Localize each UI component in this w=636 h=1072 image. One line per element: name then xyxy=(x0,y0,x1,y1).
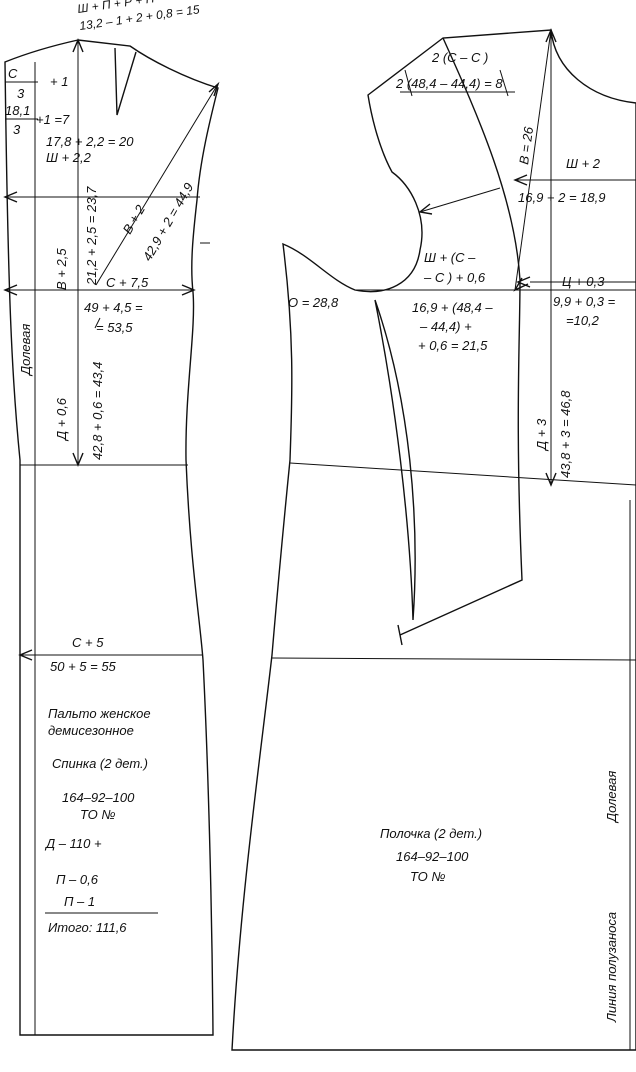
back-outline xyxy=(4,39,219,1036)
front-side-dart xyxy=(374,299,416,621)
back-size: 164–92–100 xyxy=(62,790,135,805)
back-50: 50 + 5 = 55 xyxy=(50,659,117,674)
front-outline xyxy=(231,29,636,1051)
back-piece-name: Спинка (2 дет.) xyxy=(52,756,148,771)
arrow-left xyxy=(3,191,18,203)
front-hip-line xyxy=(271,657,636,661)
back-neck-dart xyxy=(114,47,137,116)
front-169d: + 0,6 = 21,5 xyxy=(418,338,488,353)
front-shg2: Ш + (С – xyxy=(424,250,476,265)
arrow xyxy=(513,174,528,186)
back-dts: Д + 0,6 xyxy=(54,397,69,442)
front-2calc: 2 (48,4 – 44,4) = 8 xyxy=(395,76,503,91)
arrow-right xyxy=(181,284,196,296)
front-dtp: Д + 3 xyxy=(534,418,549,452)
back-cb: С + 5 xyxy=(72,635,104,650)
back-cg: С + 7,5 xyxy=(106,275,149,290)
front-waist-line xyxy=(289,462,636,486)
front-grain: Долевая xyxy=(604,771,619,824)
front-169c: – 44,4) + xyxy=(419,319,472,334)
front-diagonal-line xyxy=(514,29,552,291)
front-438: 43,8 + 3 = 46,8 xyxy=(558,390,573,478)
arrow-diag xyxy=(208,81,220,97)
arrow-down xyxy=(545,472,557,487)
arrow xyxy=(513,277,529,292)
front-armhole-line xyxy=(419,187,501,213)
back-calc-3: П – 1 xyxy=(64,894,95,909)
back-181-res: +1 =7 xyxy=(36,112,70,127)
back-grain: Долевая xyxy=(18,324,33,377)
back-49: 49 + 4,5 = xyxy=(84,300,143,315)
back-shs: Ш + 2,2 xyxy=(46,150,92,165)
back-to: ТО № xyxy=(80,807,115,822)
back-212: 21,2 + 2,5 = 23,7 xyxy=(84,186,99,286)
back-bp: В + 2 xyxy=(120,202,149,237)
arrow-down xyxy=(72,452,84,467)
back-181-num: 18,1 xyxy=(5,103,30,118)
front-overlap-label: Линия полузаноса xyxy=(604,912,619,1023)
front-size: 164–92–100 xyxy=(396,849,469,864)
arrow-up xyxy=(545,28,557,43)
back-178: 17,8 + 2,2 = 20 xyxy=(46,134,134,149)
back-tick xyxy=(94,317,101,329)
front-99: 9,9 + 0,3 = xyxy=(553,294,616,309)
front-neck-tick xyxy=(404,69,413,97)
back-total: Итого: 111,6 xyxy=(48,920,127,935)
back-428: 42,8 + 0,6 = 43,4 xyxy=(90,362,105,460)
front-102: =10,2 xyxy=(566,313,600,328)
front-piece: 2 (С – С ) 2 (48,4 – 44,4) = 8 В = 26 Ш … xyxy=(231,28,636,1051)
back-diagonal-line xyxy=(95,83,219,286)
back-calc-1: Д – 110 + xyxy=(44,836,102,851)
arrow-left xyxy=(18,649,33,661)
front-shg: Ш + 2 xyxy=(566,156,601,171)
back-cw: С xyxy=(8,66,18,81)
back-calc-2: П – 0,6 xyxy=(56,872,99,887)
back-piece: Ш + П + Р + П 13,2 – 1 + 2 + 0,8 = 15 С … xyxy=(3,0,220,1036)
front-ts: Ц + 0,3 xyxy=(562,274,605,289)
back-429: 42,9 + 2 = 44,9 xyxy=(140,180,197,263)
back-bpr: В + 2,5 xyxy=(54,248,69,290)
arrow-left xyxy=(3,284,18,296)
front-shg2b: – С ) + 0,6 xyxy=(423,270,486,285)
front-dart-end xyxy=(397,624,403,646)
front-piece-name: Полочка (2 дет.) xyxy=(380,826,482,841)
front-neck-tick xyxy=(499,69,509,97)
front-to: ТО № xyxy=(410,869,445,884)
front-169b: 16,9 + (48,4 – xyxy=(412,300,493,315)
back-title-2: демисезонное xyxy=(48,723,134,738)
arrow xyxy=(418,203,433,215)
back-cw-div: 3 xyxy=(17,86,25,101)
back-181-den: 3 xyxy=(13,122,21,137)
front-dart-line xyxy=(399,37,523,636)
back-cw-op: + 1 xyxy=(50,74,68,89)
back-title-1: Пальто женское xyxy=(48,706,151,721)
front-bg: В = 26 xyxy=(516,125,536,165)
front-169: 16,9 + 2 = 18,9 xyxy=(518,190,605,205)
front-on: О = 28,8 xyxy=(288,295,339,310)
arrow-up xyxy=(72,38,84,53)
front-2cg: 2 (С – С ) xyxy=(431,50,488,65)
back-535: = 53,5 xyxy=(96,320,133,335)
